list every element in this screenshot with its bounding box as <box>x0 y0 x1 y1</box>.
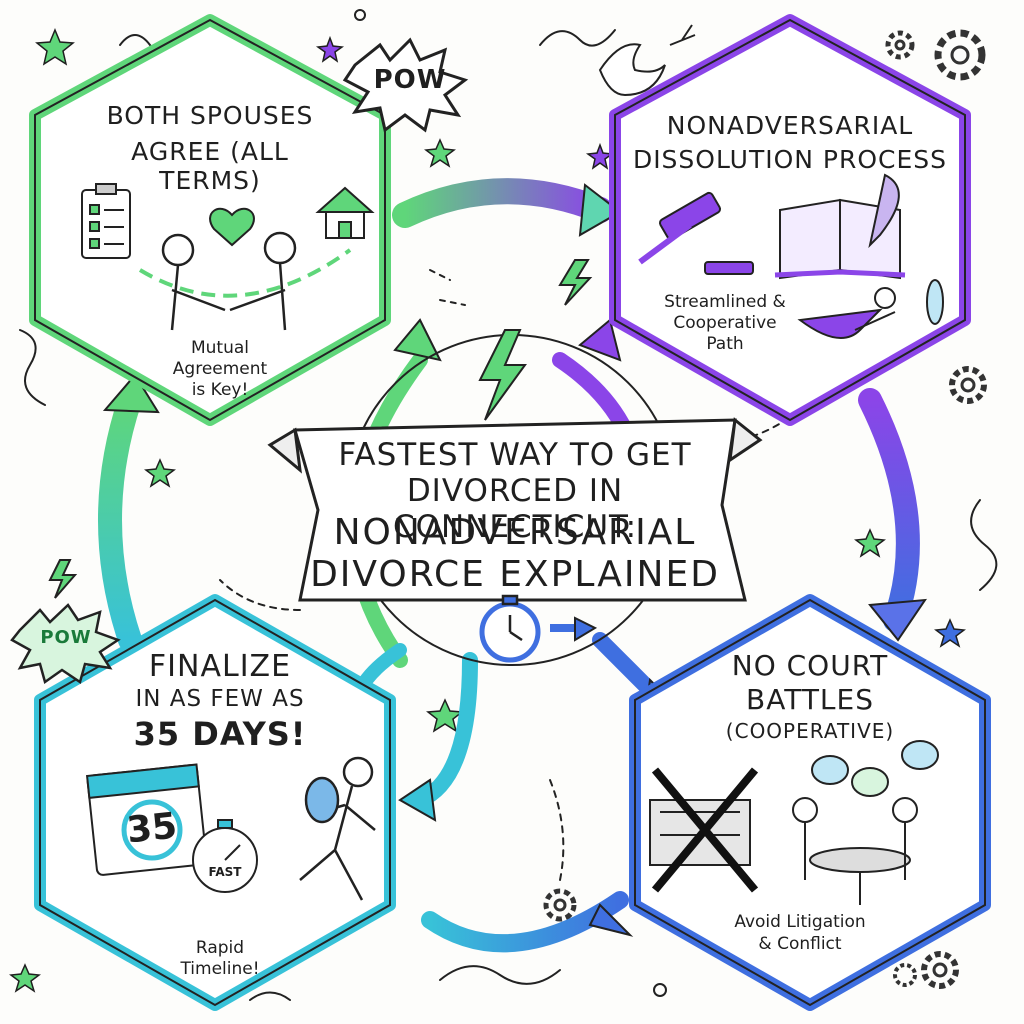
center-stopwatch-arrow-head <box>574 616 598 642</box>
superhero-icon <box>797 279 944 339</box>
process-note-line-1: Streamlined & <box>664 292 786 312</box>
inner-circle-arc-green-head <box>393 318 442 362</box>
squiggle-doodle <box>439 965 561 985</box>
finalize-note-line-1: Rapid <box>195 938 245 958</box>
star-icon <box>35 28 75 66</box>
court-title-line-2: BATTLES <box>746 683 874 716</box>
finalize-title-line-1: FINALIZE <box>148 649 292 684</box>
squiggle-doodle <box>249 991 291 1001</box>
title-line-4: DIVORCE EXPLAINED <box>310 554 720 595</box>
process-note-line-3: Path <box>706 334 744 354</box>
arrow-process-to-court-head <box>868 598 928 642</box>
pow-burst-left <box>10 603 121 685</box>
pow-burst-top <box>342 37 469 133</box>
agree-note-line-3: is Key! <box>191 380 249 400</box>
star-icon <box>426 698 464 733</box>
squiggle-doodle <box>19 329 46 406</box>
stopwatch-label: FAST <box>208 865 242 879</box>
cycle-arrows <box>98 178 928 953</box>
stopwatch-fast-icon <box>192 819 258 893</box>
running-person-icon <box>299 756 376 901</box>
checklist-clipboard-icon <box>81 183 131 259</box>
finalize-note-line-2: Timeline! <box>180 959 260 979</box>
agree-title-line-2: AGREE (ALL TERMS) <box>131 137 289 195</box>
star-icons <box>9 28 966 993</box>
finalize-title-line-3: 35 DAYS! <box>133 715 307 753</box>
agree-note-line-1: Mutual <box>190 338 250 358</box>
gear-icon <box>885 30 915 60</box>
courtroom-crossed-icon <box>649 767 759 893</box>
gear-icon <box>893 963 917 987</box>
dove-icon <box>598 24 696 97</box>
lightning-icon <box>48 559 78 599</box>
star-icon <box>424 138 456 168</box>
process-title-line-1: NONADVERSARIAL <box>666 111 914 140</box>
court-title-line-3: (COOPERATIVE) <box>725 719 895 743</box>
court-note-line-2: & Conflict <box>758 934 842 954</box>
background-doodles <box>19 9 998 1001</box>
title-line-3: NONADVERSARIAL <box>333 512 697 553</box>
arrow-finalize-to-agree-head <box>102 373 160 414</box>
gear-icons <box>543 29 987 989</box>
gear-icon <box>921 951 959 989</box>
squiggle-doodle <box>539 29 616 47</box>
court-note-line-1: Avoid Litigation <box>734 912 866 932</box>
title-line-2: DIVORCED IN CONNECTICUT: <box>392 473 638 545</box>
gear-icon <box>934 29 986 81</box>
star-icon <box>144 458 176 488</box>
lightning-icon <box>478 329 527 421</box>
gear-icon <box>949 366 987 404</box>
speech-bubble-icons <box>811 740 939 797</box>
step-court <box>629 594 991 1011</box>
quill-icon <box>868 173 900 249</box>
star-icon <box>315 35 345 63</box>
court-title-line-1: NO COURT <box>731 649 889 682</box>
handshake-figures-icon <box>161 231 297 331</box>
inner-circle-arc-purple-head <box>578 318 622 362</box>
inner-circle-arc-teal <box>412 652 478 808</box>
inner-circle-arc-teal-head <box>398 778 437 822</box>
lightning-icon <box>558 259 593 306</box>
meeting-table-icon <box>792 797 918 905</box>
pow-label-top: POW <box>373 65 447 95</box>
connection-arc <box>138 248 352 298</box>
pow-label-left: POW <box>40 627 92 648</box>
step-process <box>609 14 971 426</box>
gavel-icon <box>638 191 754 275</box>
star-icon <box>934 618 966 648</box>
arrow-court-to-finalize-head <box>588 903 634 937</box>
process-title-line-2: DISSOLUTION PROCESS <box>632 145 948 174</box>
lightning-icons <box>48 259 593 599</box>
squiggle-doodle <box>970 499 998 591</box>
process-note-line-2: Cooperative <box>673 313 777 333</box>
agree-title-line-1: BOTH SPOUSES <box>106 101 314 130</box>
agree-note-line-2: Agreement <box>172 359 268 379</box>
dash-doodle <box>429 269 466 306</box>
dash-doodle <box>549 779 565 881</box>
title-line-1: FASTEST WAY TO GET <box>338 437 692 473</box>
star-icon <box>9 963 41 993</box>
arrow-agree-to-process-head <box>578 183 622 237</box>
spiral-doodle <box>653 983 667 997</box>
center-stopwatch-icon <box>479 594 541 663</box>
spiral-doodle <box>354 9 366 21</box>
step-finalize <box>34 594 396 1011</box>
calendar-number: 35 <box>124 805 180 852</box>
star-icon <box>585 142 615 170</box>
house-icon <box>315 186 375 239</box>
arrow-agree-to-process <box>392 178 613 228</box>
arrow-process-to-court <box>858 388 920 632</box>
title-banner <box>267 417 763 602</box>
star-icon <box>854 528 886 558</box>
calendar-icon <box>85 763 208 876</box>
heart-icon <box>209 208 255 247</box>
arrow-finalize-to-agree <box>98 388 142 652</box>
finalize-title-line-2: IN AS FEW AS <box>135 686 305 712</box>
gear-icon <box>543 888 577 922</box>
